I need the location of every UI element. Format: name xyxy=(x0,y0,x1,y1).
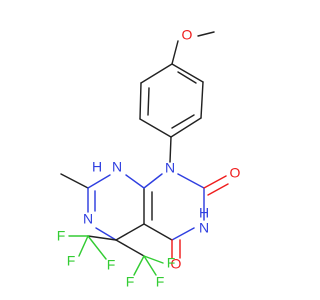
upper-carbonyl-oxygen-label: O xyxy=(230,165,241,181)
phenyl-bond-1 xyxy=(171,63,204,83)
phenyl-bond-2 xyxy=(200,81,204,119)
c2-to-upper-oxygen-double-bond xyxy=(207,183,229,196)
c8a-to-amine-nitrogen-bond xyxy=(125,174,145,189)
right-cf3-to-f4-bond xyxy=(133,255,145,276)
left-cf3-to-f3-bond xyxy=(87,235,107,260)
c7-to-methyl-bond xyxy=(60,173,89,189)
fluorine-label-5: F xyxy=(156,274,165,290)
n3-to-c4-bond xyxy=(171,227,195,241)
lower-carbonyl-oxygen-label: O xyxy=(171,256,182,272)
fluorine-label-3: F xyxy=(107,257,116,273)
c4-to-c4a-bond xyxy=(143,223,173,241)
fluorine-label-2: F xyxy=(67,253,76,269)
c8a-to-n1-bond xyxy=(143,173,163,189)
n1-to-c2-bond xyxy=(177,173,205,189)
right-cf3-to-f6-bond xyxy=(143,255,164,264)
fluorine-label-6: F xyxy=(167,255,176,271)
imine-nitrogen-to-c5-bond xyxy=(95,227,117,241)
c5-to-left-cf3-bond xyxy=(87,235,117,241)
amine-hydrogen-label: H xyxy=(92,159,102,175)
imide-nitrogen-label: N xyxy=(199,220,209,236)
imine-nitrogen-label: N xyxy=(83,211,93,227)
phenyl-bond-5 xyxy=(139,82,142,120)
molecule-structure-diagram: O N H N O O H N N F F F F F F xyxy=(56,26,241,290)
fluorine-label-1: F xyxy=(57,228,66,244)
fused-ring-system xyxy=(60,173,229,259)
phenyl-double-bond-inner-1 xyxy=(177,71,197,84)
phenyl-bond-6 xyxy=(140,63,173,84)
imide-nitrogen-hydrogen-label: H xyxy=(199,205,209,221)
c5-to-right-cf3-bond xyxy=(115,239,145,257)
fluorine-label-4: F xyxy=(126,274,135,290)
c5-to-c4a-bond xyxy=(115,223,145,241)
c2-to-upper-oxygen-bond xyxy=(203,175,227,189)
ring-nitrogen-n1-label: N xyxy=(165,160,175,176)
amine-nitrogen-label: N xyxy=(112,159,122,175)
right-cf3-to-f5-bond xyxy=(143,255,157,276)
methoxy-oxygen-label: O xyxy=(182,27,193,43)
phenyl-double-bond-inner-2 xyxy=(171,114,195,129)
methoxyphenyl-group xyxy=(139,31,215,163)
phenyl-double-bond-inner-3 xyxy=(147,87,150,116)
trifluoromethyl-groups xyxy=(68,235,164,276)
phenyl-bond-3 xyxy=(170,117,202,138)
left-cf3-to-f2-bond xyxy=(78,235,89,257)
phenyl-bond-4 xyxy=(139,118,172,138)
methyl-to-methoxy-oxygen-bond xyxy=(197,31,215,37)
atom-labels: O N H N O O H N N F F F F F F xyxy=(57,27,241,290)
amine-nitrogen-to-c7-bond xyxy=(87,174,111,189)
phenyl-to-ring-nitrogen-bond xyxy=(169,136,172,163)
methoxy-oxygen-to-ring-bond xyxy=(171,40,179,65)
